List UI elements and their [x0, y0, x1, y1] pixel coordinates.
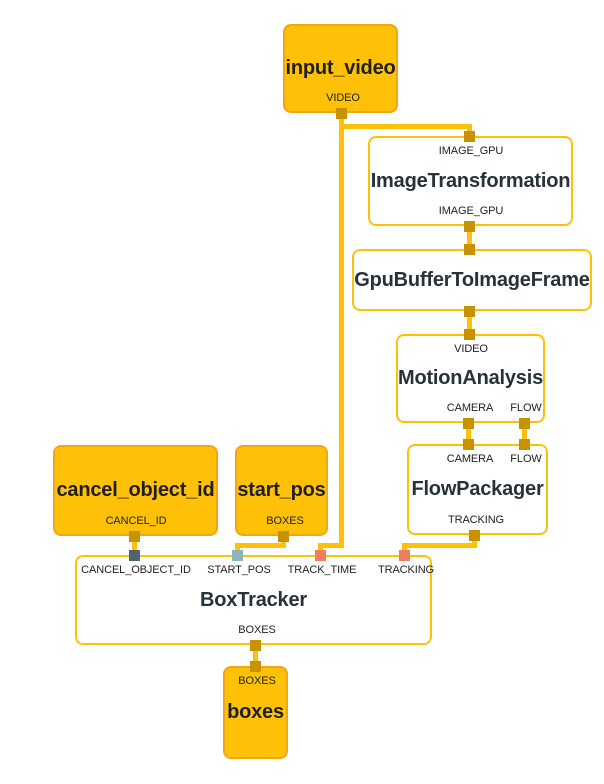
- port-flowpackager-camera-in: [463, 439, 474, 450]
- port-label-flow-out: FLOW: [510, 402, 542, 414]
- port-imagetransformation-image-gpu-in: [464, 131, 475, 142]
- edge-boxtracker-to-boxes: [253, 645, 258, 666]
- port-label-boxes-out: BOXES: [266, 515, 304, 527]
- port-imagetransformation-image-gpu-out: [464, 221, 475, 232]
- port-label-boxes-in: BOXES: [238, 675, 276, 687]
- node-title: input_video: [285, 57, 396, 79]
- edge-input-video-to-track-time-vertical: [339, 115, 344, 548]
- edge-motionanalysis-flow-to-flowpackager: [522, 423, 527, 446]
- port-gpubuffer-in: [464, 244, 475, 255]
- port-input-video-video-out: [336, 108, 347, 119]
- node-title: boxes: [227, 701, 284, 723]
- port-label-tracking-in: TRACKING: [377, 564, 435, 576]
- port-label-cancel-id-out: CANCEL_ID: [105, 515, 167, 527]
- node-gpu-buffer-to-image-frame[interactable]: GpuBufferToImageFrame: [352, 249, 592, 311]
- node-boxes[interactable]: BOXES boxes: [223, 666, 288, 759]
- port-label-tracking-out: TRACKING: [447, 514, 505, 526]
- port-flowpackager-flow-in: [519, 439, 530, 450]
- port-label-boxes-out: BOXES: [238, 624, 276, 636]
- port-label-flow-in: FLOW: [510, 453, 542, 465]
- port-motionanalysis-flow-out: [519, 418, 530, 429]
- port-boxtracker-track-time-in: [315, 550, 326, 561]
- edge-gpubuffer-to-motionanalysis: [467, 311, 472, 335]
- node-cancel-object-id[interactable]: cancel_object_id CANCEL_ID: [53, 445, 218, 536]
- port-boxes-in: [250, 661, 261, 672]
- node-input-video[interactable]: input_video VIDEO: [283, 24, 398, 113]
- node-title: start_pos: [237, 479, 326, 501]
- port-motionanalysis-camera-out: [463, 418, 474, 429]
- node-start-pos[interactable]: start_pos BOXES: [235, 445, 328, 536]
- edge-start-pos-vertical: [281, 536, 286, 548]
- port-label-camera-out: CAMERA: [446, 402, 494, 414]
- port-label-start-pos-in: START_POS: [207, 564, 271, 576]
- node-title: GpuBufferToImageFrame: [354, 268, 590, 291]
- port-label-video-in: VIDEO: [454, 343, 488, 355]
- port-label-camera-in: CAMERA: [446, 453, 494, 465]
- edge-input-video-to-track-time-drop: [318, 543, 323, 555]
- node-title: MotionAnalysis: [398, 367, 543, 389]
- port-boxtracker-start-pos-in: [232, 550, 243, 561]
- node-title: cancel_object_id: [56, 479, 215, 501]
- edge-motionanalysis-camera-to-flowpackager: [466, 423, 471, 446]
- edge-start-pos-drop: [235, 543, 240, 555]
- edge-start-pos-horizontal: [235, 543, 286, 548]
- edge-flowpackager-tracking-vertical: [472, 535, 477, 548]
- node-title: BoxTracker: [200, 588, 307, 611]
- edge-flowpackager-tracking-horizontal: [402, 543, 477, 548]
- port-cancel-object-id-out: [129, 531, 140, 542]
- node-title: ImageTransformation: [370, 169, 571, 192]
- port-motionanalysis-video-in: [464, 329, 475, 340]
- port-boxtracker-boxes-out: [250, 640, 261, 651]
- edge-input-video-to-imagetransformation-horizontal: [339, 124, 472, 129]
- port-flowpackager-tracking-out: [469, 530, 480, 541]
- port-boxtracker-cancel-object-id-in: [129, 550, 140, 561]
- node-title: FlowPackager: [411, 478, 544, 500]
- edge-flowpackager-tracking-drop: [402, 543, 407, 555]
- node-motion-analysis[interactable]: VIDEO MotionAnalysis CAMERA FLOW: [396, 334, 545, 423]
- node-box-tracker[interactable]: CANCEL_OBJECT_ID START_POS TRACK_TIME TR…: [75, 555, 435, 645]
- port-boxtracker-tracking-in: [399, 550, 410, 561]
- port-start-pos-out: [278, 531, 289, 542]
- port-label-image-gpu-in: IMAGE_GPU: [438, 145, 504, 157]
- node-image-transformation[interactable]: IMAGE_GPU ImageTransformation IMAGE_GPU: [368, 136, 573, 226]
- port-label-track-time-in: TRACK_TIME: [287, 564, 357, 576]
- edge-cancel-object-id-to-boxtracker: [132, 536, 137, 555]
- port-label-video-out: VIDEO: [326, 92, 360, 104]
- node-flow-packager[interactable]: CAMERA FLOW FlowPackager TRACKING: [407, 444, 548, 535]
- port-gpubuffer-out: [464, 306, 475, 317]
- edge-imagetransformation-to-gpubuffer: [467, 226, 472, 251]
- edge-input-video-to-track-time-horizontal: [318, 543, 344, 548]
- port-label-image-gpu-out: IMAGE_GPU: [438, 205, 504, 217]
- port-label-cancel-object-id-in: CANCEL_OBJECT_ID: [81, 564, 191, 576]
